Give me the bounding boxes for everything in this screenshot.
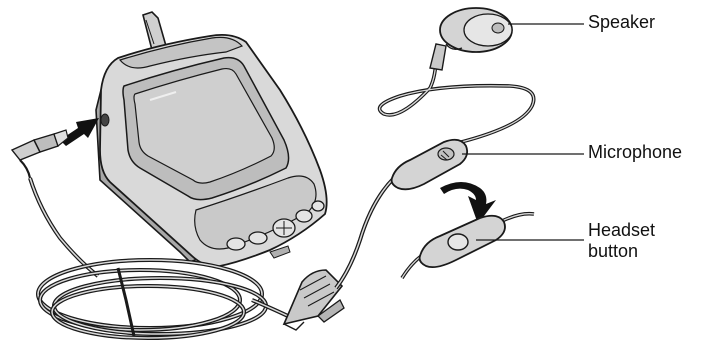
- speaker-label: Speaker: [588, 12, 655, 33]
- pda-handheld-icon: [96, 12, 327, 266]
- earbud-speaker-icon: [430, 8, 512, 70]
- microphone-label: Microphone: [588, 142, 682, 163]
- clothing-clip-icon: [284, 270, 344, 330]
- headset-button-label-line2: button: [588, 241, 655, 262]
- headset-cord: [30, 178, 98, 276]
- headset-button-icon: [402, 214, 534, 278]
- coiled-cord: [38, 260, 296, 338]
- headset-button-label-line1: Headset: [588, 220, 655, 241]
- audio-jack-plug-icon: [12, 130, 68, 178]
- headset-button-label: Headset button: [588, 220, 655, 262]
- inline-microphone-icon: [392, 140, 468, 190]
